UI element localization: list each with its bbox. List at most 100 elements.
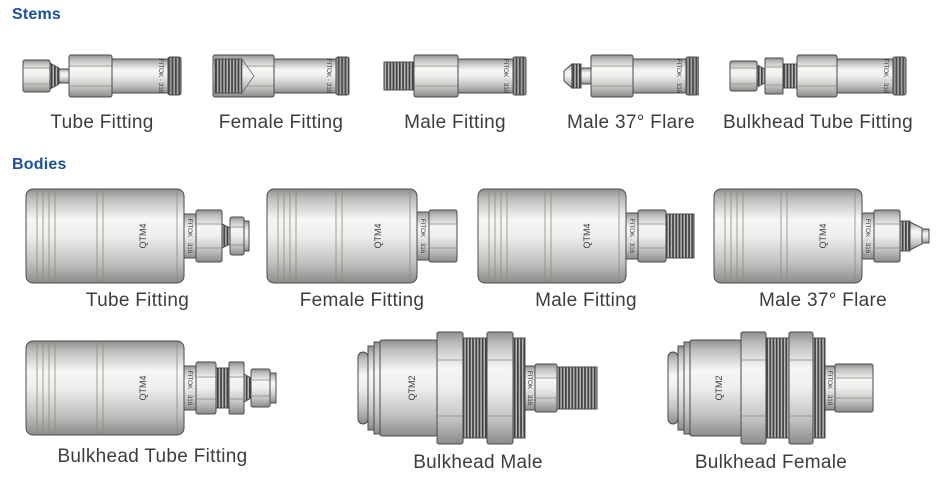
bulkhead-threads <box>462 337 488 439</box>
knurled-end <box>685 56 699 96</box>
body-bulkhead-male-illustration: QTM2 FITOK · 316 <box>357 331 598 445</box>
bulkhead-threads <box>765 337 790 439</box>
knurled-end <box>892 56 907 96</box>
body-male-fitting-illustration: QTM4 FITOK · 316 <box>477 188 695 284</box>
stem-male-37-flare-illustration: FITOK · 316 <box>563 54 699 98</box>
item-label: Bulkhead Tube Fitting <box>722 112 914 133</box>
item-label: Tube Fitting <box>85 290 190 311</box>
coupler-body <box>25 188 185 284</box>
body-marking-text: QTM4 <box>818 223 828 248</box>
flare-threads <box>571 63 582 89</box>
flare-tip <box>921 228 930 244</box>
internal-threads <box>214 58 243 94</box>
item-label: Male 37° Flare <box>759 290 887 311</box>
stem-marking-text: FITOK · 316 <box>882 59 889 94</box>
body-item-female-fitting: QTM4 FITOK · 316 Female Fitting <box>266 186 458 311</box>
stem-male-fitting-illustration: FITOK · 316 <box>383 54 527 98</box>
stem-marking-text: FITOK · 316 <box>502 59 509 94</box>
bulkhead-hex-1 <box>740 331 767 445</box>
female-hex-nut <box>834 363 874 413</box>
stem-item-tube-fitting: FITOK · 316 Tube Fitting <box>22 44 182 133</box>
lock-nut <box>764 57 784 95</box>
stem-bulkhead-tube-fitting-illustration: FITOK · 316 <box>729 54 907 98</box>
stem-marking-text: FITOK · 316 <box>675 59 682 94</box>
flare-threads <box>899 220 911 252</box>
thread-chamfer <box>241 57 255 95</box>
item-label: Male Fitting <box>404 112 506 133</box>
knurled-end <box>512 56 527 96</box>
end-marking-text: FITOK · 316 <box>864 219 871 254</box>
body-female-fitting-illustration: QTM4 FITOK · 316 <box>266 188 458 284</box>
bulkhead-hex-2 <box>788 331 814 445</box>
stem-item-bulkhead-tube-fitting: FITOK · 316 Bulkhead Tube Fitting <box>723 44 913 133</box>
end-marking-text: FITOK · 316 <box>186 371 193 406</box>
bulkhead-threads <box>215 367 230 409</box>
end-marking-text: FITOK · 316 <box>628 219 635 254</box>
flare-cone <box>563 62 573 90</box>
lock-nut <box>228 361 245 415</box>
bulkhead-threads-2 <box>812 337 826 439</box>
stem-item-male-37-flare: FITOK · 316 Male 37° Flare <box>563 44 699 133</box>
tube-nut <box>250 368 277 408</box>
stem-item-male-fitting: FITOK · 316 Male Fitting <box>383 44 527 133</box>
knurled-end <box>167 56 182 96</box>
body-marking-text: QTM4 <box>138 223 148 248</box>
coupler-body <box>357 339 438 437</box>
hex-nut <box>68 54 113 98</box>
hex-nut <box>796 54 838 98</box>
bulkhead-hex-1 <box>436 331 464 445</box>
ferrule <box>756 64 766 88</box>
item-label: Tube Fitting <box>50 112 154 133</box>
stem-item-female-fitting: FITOK · 316 Female Fitting <box>212 44 350 133</box>
end-marking-text: FITOK · 316 <box>526 371 533 406</box>
end-marking-text: FITOK · 316 <box>826 371 833 406</box>
stem-body <box>111 58 169 94</box>
body-marking-text: QTM4 <box>582 223 592 248</box>
body-marking-text: QTM4 <box>138 375 148 400</box>
bulkhead-threads-2 <box>512 337 526 439</box>
ferrule <box>243 373 252 403</box>
male-threads <box>556 366 598 410</box>
ferrule <box>49 62 60 90</box>
hex-nut <box>428 209 458 263</box>
neck <box>58 68 70 84</box>
item-label: Male 37° Flare <box>567 112 695 133</box>
body-item-tube-fitting: QTM4 FITOK · 316 Tube Fitting <box>25 186 250 311</box>
socket-ridges <box>488 190 620 282</box>
coupler-body <box>667 339 742 437</box>
item-label: Male Fitting <box>535 290 637 311</box>
flare-cone <box>909 221 923 251</box>
body-tube-fitting-illustration: QTM4 FITOK · 316 <box>25 188 250 284</box>
stem-marking-text: FITOK · 316 <box>325 59 332 94</box>
body-male-37-flare-illustration: QTM4 FITOK · 316 <box>713 188 930 284</box>
body-item-bulkhead-male: QTM2 FITOK · 316 Bulkhead Male <box>357 330 599 473</box>
socket-ridges <box>36 342 178 434</box>
body-marking-text: QTM2 <box>714 375 724 400</box>
body-marking-text: QTM2 <box>407 375 417 400</box>
tube-nut <box>22 59 51 93</box>
body-item-male-37-flare: QTM4 FITOK · 316 Male 37° Flare <box>713 186 933 311</box>
body-bulkhead-female-illustration: QTM2 FITOK · 316 <box>667 331 874 445</box>
body-item-bulkhead-female: QTM2 FITOK · 316 Bulkhead Female <box>667 330 875 473</box>
coupler-body <box>713 188 863 284</box>
ferrule <box>221 223 231 249</box>
stem-marking-text: FITOK · 316 <box>157 59 164 94</box>
coupler-body <box>25 340 185 436</box>
socket-ridges <box>724 190 856 282</box>
body-bulkhead-tube-fitting-illustration: QTM4 FITOK · 316 <box>25 340 277 436</box>
item-label: Bulkhead Female <box>694 452 848 473</box>
hex-nut <box>195 209 223 263</box>
end-marking-text: FITOK · 316 <box>419 219 426 254</box>
bulkhead-threads <box>782 63 798 89</box>
body-marking-text: QTM4 <box>373 223 383 248</box>
hex-nut <box>590 54 634 98</box>
socket-ridges <box>36 190 178 282</box>
body-item-male-fitting: QTM4 FITOK · 316 Male Fitting <box>477 186 695 311</box>
coupler-body <box>477 188 627 284</box>
stem-body <box>632 58 687 94</box>
hex-nut <box>195 361 217 415</box>
knurled-end <box>335 56 350 96</box>
bulkhead-hex-2 <box>486 331 514 445</box>
item-label: Female Fitting <box>299 290 425 311</box>
